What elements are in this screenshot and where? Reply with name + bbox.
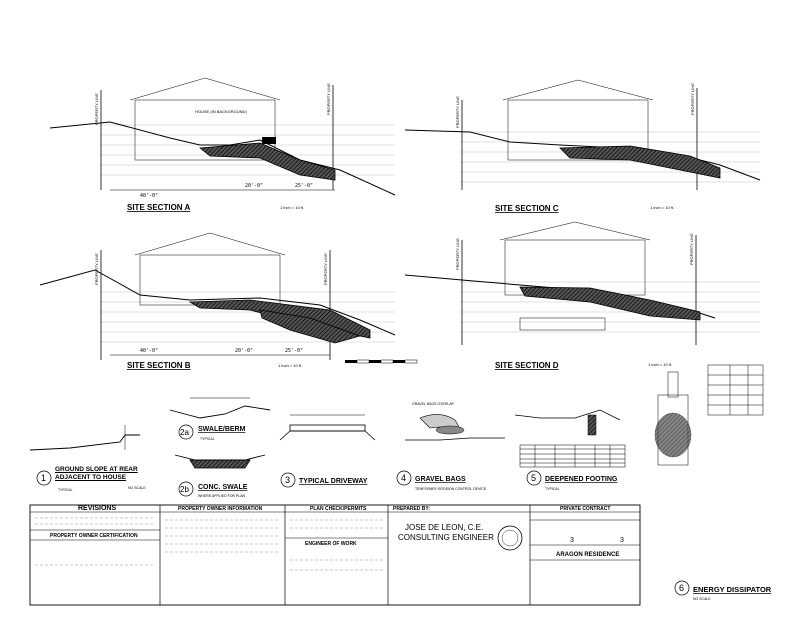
section-scale: 1 inch = 10 ft. [280, 205, 304, 210]
property-line-label: PROPERTY LINE [689, 233, 694, 265]
section-title: SITE SECTION C [495, 204, 559, 213]
detail-title: DEEPENED FOOTING [545, 476, 618, 483]
detail-number-circle [526, 470, 542, 486]
detail-number: 5 [531, 473, 536, 483]
note-box [519, 317, 606, 331]
detail-number-circle [36, 470, 52, 486]
project-name: ARAGON RESIDENCE [556, 552, 619, 558]
detail-title: SWALE/BERM [198, 426, 246, 433]
detail-subtitle: TYPICAL [200, 437, 215, 441]
site-section-b: 40'-0" 20'-0" 25'-0" PROPERTY LINE PROPE… [39, 232, 396, 370]
detail-number: 2b [180, 485, 189, 494]
plan-check-header: PLAN CHECK/PERMITS [310, 506, 367, 512]
detail-subtitle: TEMPORARY EROSION CONTROL DEVICE [415, 487, 487, 491]
engineer-of-work-header: ENGINEER OF WORK [305, 541, 357, 547]
detail-number-circle [280, 472, 296, 488]
detail-subtitle: TYPICAL [58, 488, 73, 492]
detail-title: TYPICAL DRIVEWAY [299, 478, 368, 485]
existing-grade-line [404, 129, 761, 181]
property-line-label: PROPERTY LINE [94, 253, 99, 285]
dimension-text: 20'-0" [235, 348, 253, 354]
site-section-a: 40'-0" 20'-0" 25'-0" PROPERTY LINE PROPE… [49, 77, 396, 212]
detail-number-circle [396, 470, 412, 486]
private-contract-header: PRIVATE CONTRACT [560, 506, 610, 512]
section-scale: 1 inch = 10 ft. [278, 363, 302, 368]
fill-area [259, 309, 362, 344]
section-scale: 1 inch = 10 ft. [650, 205, 674, 210]
property-line-label: PROPERTY LINE [455, 238, 460, 270]
driveway-slab [289, 424, 366, 432]
detail-6: 6 ENERGY DISSIPATOR NO SCALE [654, 364, 772, 601]
detail-scale: NO SCALE [128, 486, 146, 490]
property-line-label: PROPERTY LINE [323, 253, 328, 285]
sheet-number: 3 [570, 537, 574, 544]
existing-grade-line [39, 269, 396, 336]
dissipator-table [707, 364, 764, 416]
house-roof [502, 79, 654, 101]
existing-grade-line [49, 121, 396, 196]
engineer-name: JOSE DE LEON, C.E. [405, 523, 483, 532]
dimension-text: 25'-0" [285, 348, 303, 354]
house-outline [507, 99, 649, 161]
site-section-d: SITE SECTION D 1 inch = 10 ft. PROPERTY … [404, 221, 760, 370]
owner-info-header: PROPERTY OWNER INFORMATION [178, 506, 263, 512]
engineer-title: CONSULTING ENGINEER [398, 533, 494, 542]
prepared-by-header: PREPARED BY: [393, 506, 430, 512]
detail-number: 4 [401, 473, 406, 483]
detail-2b: 2b CONC. SWALE WHERE APPLIED FOR PLAN [174, 454, 266, 498]
detail-4: GRAVEL BAGS OVERLAP 4 GRAVEL BAGS TEMPOR… [396, 402, 505, 491]
property-line-label: PROPERTY LINE [326, 83, 331, 115]
detail-number-circle [178, 481, 194, 497]
house-roof [129, 77, 281, 101]
footing-table [519, 444, 626, 468]
dimension-text: 20'-0" [245, 183, 263, 189]
site-section-c: SITE SECTION C 1 inch = 10 ft. PROPERTY … [404, 79, 761, 213]
dimension-text: 40'-0" [140, 193, 158, 199]
dimension-text: 25'-0" [295, 183, 313, 189]
house-roof [134, 232, 286, 256]
section-scale: 1 inch = 10 ft. [648, 362, 672, 367]
house-outline [134, 99, 276, 161]
detail-1: 1 GROUND SLOPE AT REAR ADJACENT TO HOUSE… [29, 425, 146, 492]
sheet-total: 3 [620, 537, 624, 544]
section-title: SITE SECTION B [127, 361, 191, 370]
house-label: HOUSE (IN BACKGROUND) [195, 109, 247, 114]
detail-title: GROUND SLOPE AT REAR ADJACENT TO HOUSE [55, 466, 138, 481]
detail-title: CONC. SWALE [198, 484, 248, 491]
detail-subtitle: WHERE APPLIED FOR PLAN [198, 494, 246, 498]
detail-2a: 2a SWALE/BERM TYPICAL [169, 397, 271, 441]
detail-number: 6 [679, 583, 684, 593]
detail-subtitle: TYPICAL [545, 487, 560, 491]
property-line-label: PROPERTY LINE [94, 93, 99, 125]
detail-5: 5 DEEPENED FOOTING TYPICAL [514, 409, 626, 491]
fill-area [559, 145, 721, 179]
detail-title: ENERGY DISSIPATOR [693, 585, 772, 594]
footing [587, 414, 597, 436]
detail-number: 2a [180, 428, 189, 437]
fill-area [198, 142, 336, 181]
fill-area [519, 286, 701, 321]
concrete-swale [189, 459, 251, 469]
owner-cert-header: PROPERTY OWNER CERTIFICATION [50, 533, 138, 539]
title-block: REVISIONS PROPERTY OWNER CERTIFICATION P… [29, 504, 641, 606]
section-title: SITE SECTION A [127, 203, 190, 212]
section-title: SITE SECTION D [495, 361, 559, 370]
detail-title: GRAVEL BAGS [415, 476, 466, 483]
house-roof [499, 221, 651, 241]
footing [262, 137, 276, 144]
detail-number-circle [178, 424, 194, 440]
graphic-scale-bar [345, 359, 418, 364]
property-line-label: PROPERTY LINE [455, 96, 460, 128]
detail-number: 3 [285, 475, 290, 485]
detail-scale: NO SCALE [693, 597, 711, 601]
detail-number-circle [674, 580, 690, 596]
detail-note: GRAVEL BAGS OVERLAP [412, 402, 455, 406]
engineer-seal [497, 525, 523, 551]
detail-number: 1 [41, 473, 46, 483]
revisions-header: REVISIONS [78, 505, 116, 512]
property-line-label: PROPERTY LINE [690, 83, 695, 115]
dimension-text: 40'-0" [140, 348, 158, 354]
detail-3: 3 TYPICAL DRIVEWAY [279, 414, 376, 488]
